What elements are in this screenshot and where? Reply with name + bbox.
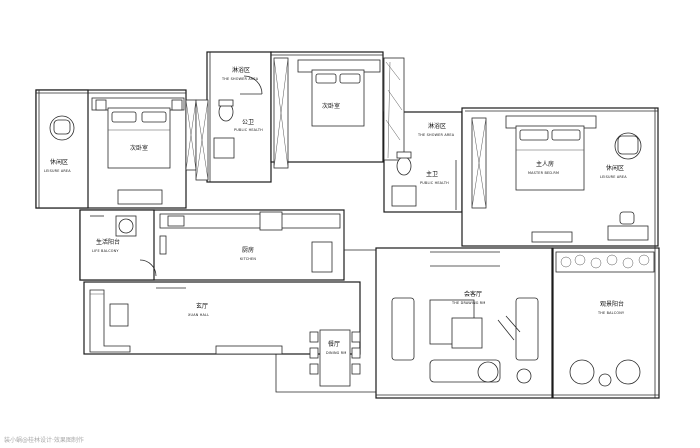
planter-balcony xyxy=(555,251,655,273)
label-shower-right: 淋浴区 xyxy=(428,122,446,130)
label-kitchen-en: KITCHEN xyxy=(240,257,256,261)
label-xuan-hall-en: XUAN HALL xyxy=(188,313,209,317)
label-drawing-room: 会客厅 xyxy=(464,290,482,298)
windows xyxy=(36,52,659,398)
label-public-bath-top-en: PUBLIC HEALTH xyxy=(234,128,263,132)
public-bath-furniture xyxy=(195,75,263,181)
tv-cabinet-left xyxy=(117,189,163,205)
label-master-bedroom-en: MASTER BED.RM xyxy=(528,171,559,175)
label-drawing-room-en: THE DRAWING RM xyxy=(451,301,485,305)
sofa-left xyxy=(391,297,415,361)
wall-corridor xyxy=(275,354,376,393)
fridge xyxy=(311,241,333,273)
armchair xyxy=(477,361,499,383)
balcony-table xyxy=(598,373,612,387)
label-shower-top-en: THE SHOWER AREA xyxy=(221,77,259,81)
stove xyxy=(259,211,283,231)
label-balcony-en: THE BALCONY xyxy=(597,311,625,315)
drawing-room-furniture xyxy=(391,297,539,384)
label-leisure-left-en: LEISURE AREA xyxy=(44,169,71,173)
label-master-bath-en: PUBLIC HEALTH xyxy=(420,181,449,185)
wall-public-bath xyxy=(206,51,272,183)
label-life-balcony: 生活阳台 xyxy=(96,238,120,246)
entry-bench xyxy=(109,303,129,327)
label-bedroom-left: 次卧室 xyxy=(130,144,148,152)
label-balcony: 观景阳台 xyxy=(600,300,624,308)
hall-cabinet xyxy=(215,345,283,355)
wall-balcony xyxy=(552,247,660,399)
dining-table xyxy=(319,329,351,387)
master-bedroom-furniture xyxy=(471,115,649,243)
shoe-cabinet xyxy=(89,289,131,353)
door-swing-kitchen xyxy=(139,259,157,277)
master-bath-furniture xyxy=(391,151,457,210)
wall-leisure-left xyxy=(35,89,89,209)
left-bedroom-furniture xyxy=(49,97,197,205)
label-dining: 餐厅 xyxy=(328,340,340,348)
label-leisure-right-en: LEISURE AREA xyxy=(600,175,627,179)
label-shower-right-en: THE SHOWER AREA xyxy=(417,133,455,137)
tv-cabinet-master xyxy=(531,231,573,243)
wall-corridor-upper xyxy=(343,210,376,251)
door-swing-bath xyxy=(243,75,263,95)
xuan-hall-furniture xyxy=(89,287,283,355)
label-bedroom-mid: 次卧室 xyxy=(322,102,340,110)
dining-furniture xyxy=(309,329,361,387)
balcony-chair-right xyxy=(615,359,641,385)
label-kitchen: 厨房 xyxy=(242,246,254,254)
kitchen-counter xyxy=(159,213,341,229)
desk-master xyxy=(607,225,649,241)
label-shower-top: 淋浴区 xyxy=(232,66,250,74)
mid-bedroom-furniture xyxy=(273,57,405,169)
side-table xyxy=(516,368,532,384)
sofa-right xyxy=(515,297,539,361)
watermark: 装小蜗@桂林设计·效果图制作 xyxy=(4,436,84,444)
label-public-bath-top: 公卫 xyxy=(242,119,254,126)
plant xyxy=(497,315,521,341)
balcony-chair-left xyxy=(569,359,595,385)
planter-mid xyxy=(383,57,405,161)
room-labels: 休闲区 LEISURE AREA 次卧室 淋浴区 THE SHOWER AREA… xyxy=(44,66,627,355)
label-leisure-right: 休闲区 xyxy=(606,164,624,172)
balcony-furniture xyxy=(555,251,655,387)
toilet-master xyxy=(396,156,412,176)
label-master-bedroom: 主人房 xyxy=(536,160,554,168)
kitchen-furniture xyxy=(90,211,341,277)
label-life-balcony-en: LIFE BALCONY xyxy=(92,249,119,253)
label-master-bath: 主卫 xyxy=(426,170,438,178)
label-xuan-hall: 玄厅 xyxy=(196,302,208,310)
label-dining-en: DINING RM xyxy=(326,351,346,355)
label-leisure-left: 休闲区 xyxy=(50,158,68,166)
